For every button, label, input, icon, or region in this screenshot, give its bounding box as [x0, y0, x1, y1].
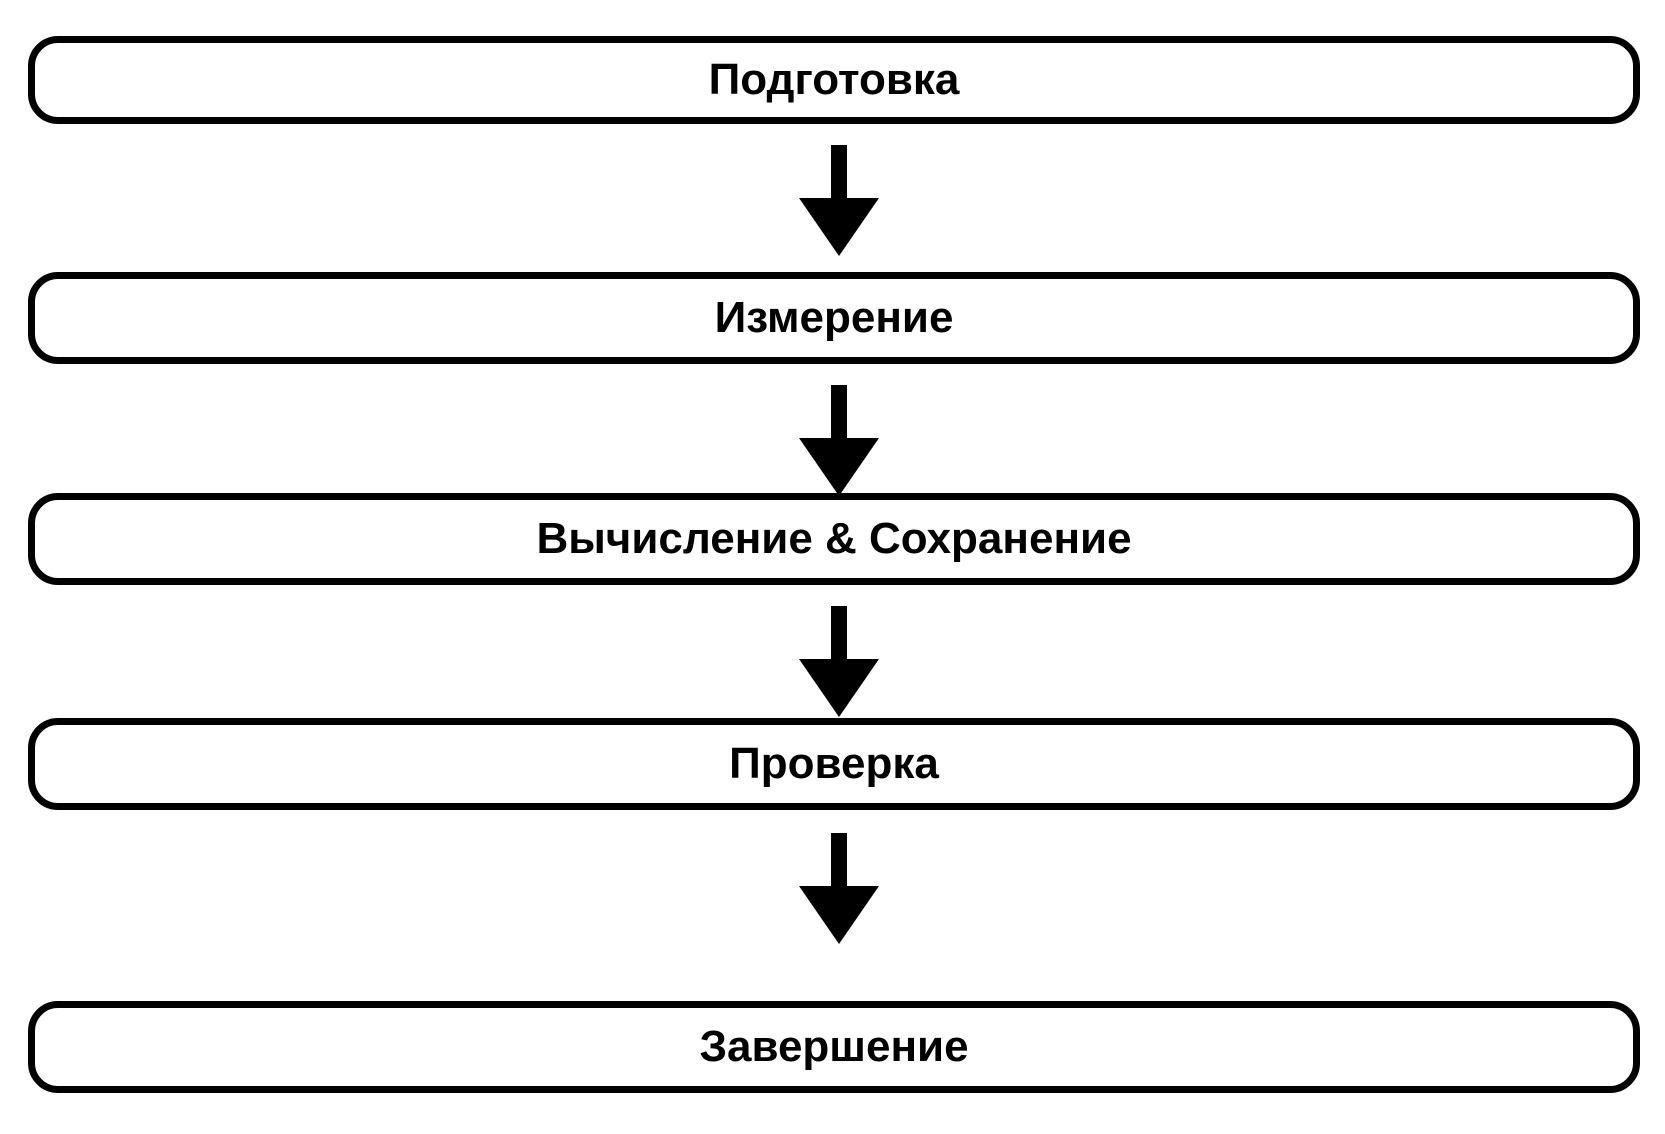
arrow-shaft	[831, 385, 847, 440]
arrow-down-icon-1	[799, 145, 879, 256]
flow-node-label: Проверка	[729, 739, 939, 788]
arrow-shaft	[831, 833, 847, 888]
flow-node-measurement[interactable]: Измерение	[28, 272, 1640, 364]
flow-node-verification[interactable]: Проверка	[28, 718, 1640, 810]
flow-node-label: Измерение	[714, 293, 954, 342]
flow-node-calculation-and-saving[interactable]: Вычисление & Сохранение	[28, 493, 1640, 585]
flow-node-label: Завершение	[699, 1022, 969, 1071]
arrow-head	[799, 886, 879, 944]
arrow-head	[799, 659, 879, 717]
flow-node-label: Подготовка	[708, 55, 960, 104]
arrow-head	[799, 438, 879, 496]
arrow-down-icon-3	[799, 606, 879, 717]
arrow-shaft	[831, 606, 847, 661]
flow-node-preparation[interactable]: Подготовка	[28, 36, 1640, 124]
arrow-down-icon-2	[799, 385, 879, 496]
arrow-shaft	[831, 145, 847, 200]
flow-node-label: Вычисление & Сохранение	[536, 514, 1132, 563]
arrow-head	[799, 198, 879, 256]
arrow-down-icon-4	[799, 833, 879, 944]
flow-node-completion[interactable]: Завершение	[28, 1001, 1640, 1093]
